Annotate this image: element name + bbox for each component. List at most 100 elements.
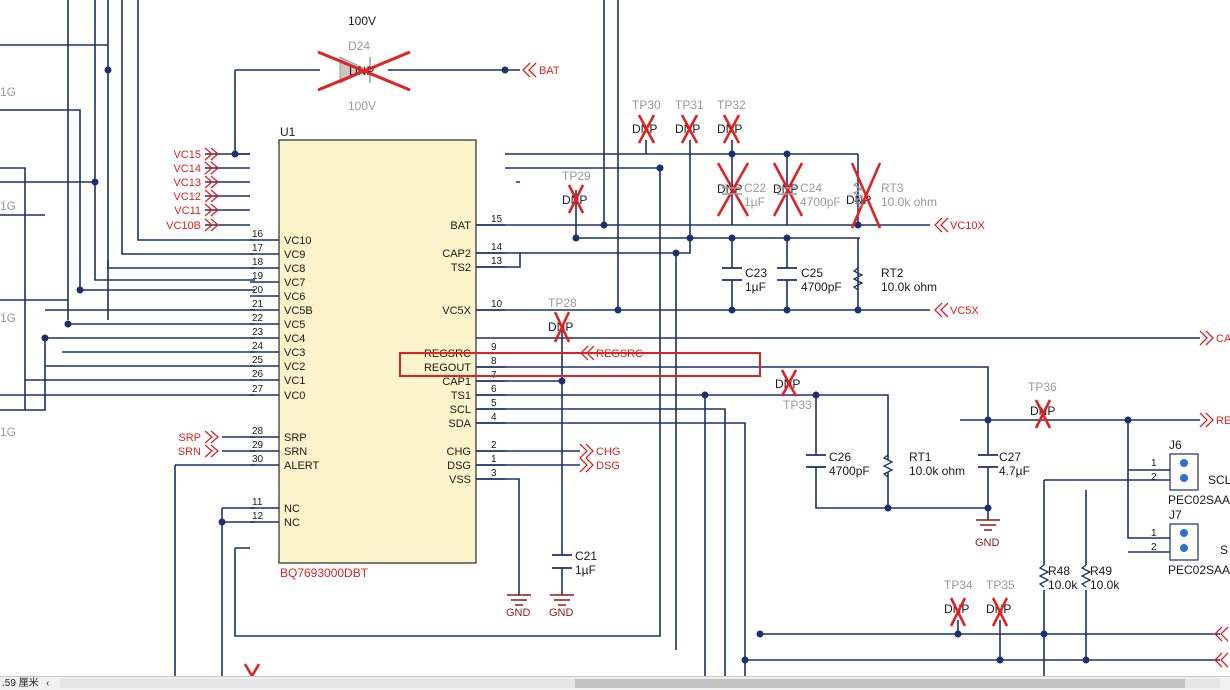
pin-name: ALERT: [284, 460, 320, 472]
net-label: SRN: [178, 446, 201, 458]
net-label: VC10B: [166, 220, 201, 232]
ic-part: BQ7693000DBT: [280, 566, 369, 580]
cap-ref: C23: [745, 266, 767, 280]
pin-name: TS2: [451, 262, 471, 274]
dnp-label: DNP: [632, 122, 657, 136]
pin-name: CAP1: [442, 376, 471, 388]
scroll-left-icon[interactable]: ‹: [46, 678, 50, 689]
pin-number: 2: [491, 440, 497, 451]
svg-text:2: 2: [1151, 472, 1157, 483]
capacitors: C22 1µF C24 4700pF C23 1µF C25 4700pF C2…: [552, 181, 1030, 577]
dnp-label: DNP: [675, 122, 700, 136]
ic-body: [278, 139, 477, 564]
pin-name: VC5B: [284, 305, 313, 317]
net-re: RE: [1216, 415, 1230, 427]
pin-name: CHG: [447, 446, 471, 458]
dnp-cross: [317, 50, 411, 92]
cap-value: 4700pF: [801, 280, 842, 294]
pin-number: 16: [252, 229, 264, 240]
pin-number: 27: [252, 384, 264, 395]
pin-name: VC4: [284, 333, 305, 345]
tp-ref: TP36: [1028, 380, 1057, 394]
ground-symbols: GND GND GND: [506, 519, 1000, 619]
tp-ref: TP28: [548, 296, 577, 310]
gnd-label: GND: [549, 607, 574, 619]
pin-number: 26: [252, 369, 264, 380]
tp-ref: TP35: [986, 578, 1015, 592]
tp-ref: TP31: [675, 98, 704, 112]
pin-number: 29: [252, 440, 264, 451]
ic-u1[interactable]: U1 BQ7693000DBT 16VC1017VC918VC819VC720V…: [250, 125, 505, 580]
highlight-box-regout: [399, 352, 761, 377]
dnp-cross: [243, 114, 1052, 676]
pin-number: 21: [252, 299, 264, 310]
pin-name: VC6: [284, 291, 305, 303]
net-vc10x: VC10X: [950, 220, 986, 232]
ic-ref: U1: [280, 125, 296, 139]
cap-value: 4.7µF: [999, 464, 1030, 478]
pin-number: 25: [252, 355, 264, 366]
cap-value: 4700pF: [829, 464, 870, 478]
pin-name: VC7: [284, 277, 305, 289]
tp-ref: TP33: [783, 398, 812, 412]
pin-name: VSS: [449, 474, 471, 486]
pin-name: SCL: [450, 404, 471, 416]
pin-name: SDA: [448, 418, 471, 430]
edge-labels: 1G 1G 1G 1G: [0, 85, 16, 439]
pin-number: 1: [491, 454, 497, 465]
pin-number: 30: [252, 454, 264, 465]
edge-label: 1G: [0, 311, 16, 325]
diode-ref: D24: [348, 39, 370, 53]
testpoints: TP30 TP31 TP32 TP29 TP28 TP33 TP36 TP34 …: [243, 98, 1057, 676]
cap-value: 1µF: [745, 280, 766, 294]
net-dsg: DSG: [596, 460, 620, 472]
net-bat: BAT: [539, 65, 560, 77]
pin-number: 14: [491, 242, 503, 253]
edge-label: 1G: [0, 199, 16, 213]
pin-name: REGOUT: [424, 362, 471, 374]
cap-ref: C26: [829, 450, 851, 464]
tp-ref: TP34: [944, 578, 973, 592]
status-text: .59 厘米: [2, 678, 39, 689]
ic-right-pins: 15BAT14CAP213TS210VC5X9REGSRC8REGOUT7CAP…: [424, 214, 505, 486]
tp-ref: TP30: [632, 98, 661, 112]
connectors: J6 1 2 SCL PEC02SAA J7 1 2 S PEC02SAA: [1151, 438, 1230, 577]
conn-part: PEC02SAA: [1168, 563, 1230, 577]
schematic-canvas[interactable]: U1 BQ7693000DBT 16VC1017VC918VC819VC720V…: [0, 0, 1230, 676]
diode-value-top: 100V: [348, 14, 376, 28]
scrollbar-thumb[interactable]: [575, 679, 1185, 688]
cap-value: 1µF: [744, 195, 765, 209]
pin-number: 24: [252, 341, 264, 352]
dnp-label: DNP: [773, 182, 798, 196]
ic-left-pins: 16VC1017VC918VC819VC720VC621VC5B22VC523V…: [250, 229, 320, 529]
pin-name: VC8: [284, 263, 305, 275]
cap-ref: C22: [744, 181, 766, 195]
diode-d24[interactable]: 100V D24 DNP 100V: [317, 14, 411, 113]
conn-ref: J6: [1169, 438, 1182, 452]
horizontal-scrollbar[interactable]: [60, 679, 1220, 688]
right-net-labels: BAT VC10X VC5X REGSRC CHG DSG CA RE: [476, 62, 1230, 668]
cap-value: 1µF: [575, 563, 596, 577]
pin-number: 10: [491, 299, 503, 310]
pin-name: DSG: [447, 460, 471, 472]
res-value: 10.0k: [1048, 578, 1078, 592]
res-ref: RT1: [909, 450, 932, 464]
pin-name: VC5X: [442, 305, 471, 317]
cap-value: 4700pF: [800, 195, 841, 209]
pin-number: 8: [491, 356, 497, 367]
svg-text:1: 1: [1151, 528, 1157, 539]
pin-name: VC0: [284, 390, 305, 402]
pin-name: VC3: [284, 347, 305, 359]
res-value: 10.0k: [1090, 578, 1120, 592]
pin-name: NC: [284, 503, 300, 515]
cap-ref: C21: [575, 549, 597, 563]
res-value: 10.0k ohm: [881, 280, 937, 294]
pin-number: 13: [491, 256, 503, 267]
pin-number: 19: [252, 271, 264, 282]
status-bar: .59 厘米 ‹: [0, 676, 1230, 690]
pin-number: 20: [252, 285, 264, 296]
pin-name: VC10: [284, 235, 312, 247]
resistors: RT3 10.0k ohm RT2 10.0k ohm RT1 10.0k oh…: [852, 181, 1120, 592]
tp-ref: TP32: [717, 98, 746, 112]
